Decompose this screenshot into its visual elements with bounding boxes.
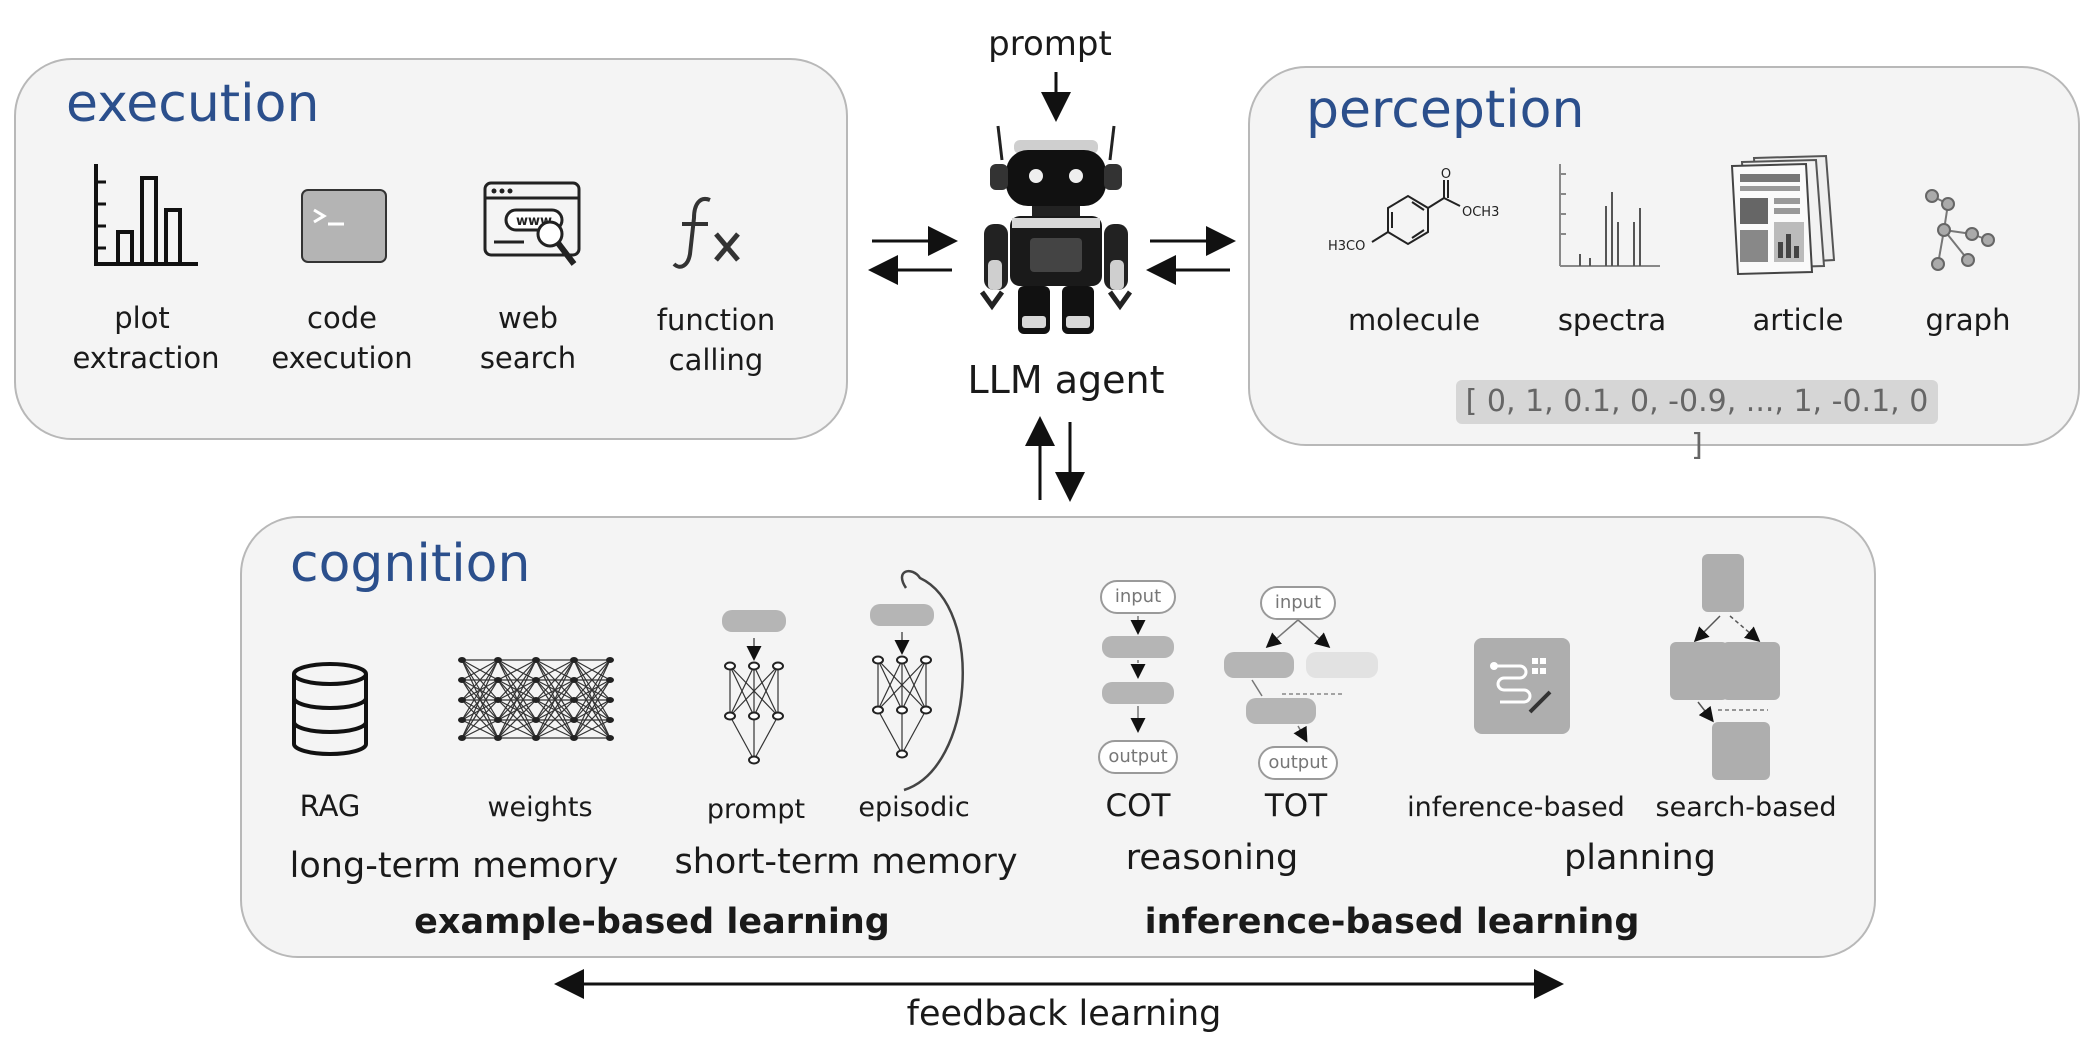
nn-node [570, 697, 578, 703]
feedback-learning-label: feedback learning [906, 994, 1222, 1034]
nn-node [494, 735, 502, 741]
nn-node [570, 735, 578, 741]
prompt-bar [722, 610, 786, 632]
nn-node [458, 735, 466, 741]
prompt-label: prompt [988, 24, 1112, 64]
nn-node [606, 697, 614, 703]
nn-node [606, 717, 614, 723]
planning-search: search-based [1655, 792, 1837, 823]
neural-network-icon [458, 657, 614, 741]
inference-based-learning-label: inference-based learning [1144, 902, 1640, 942]
nn-node [458, 717, 466, 723]
cot-output: output [1098, 740, 1178, 774]
nn-node [532, 717, 540, 723]
nn-node [532, 677, 540, 683]
exec-item-4-line1: function [656, 303, 776, 337]
nn-node [606, 657, 614, 663]
nn-node [494, 717, 502, 723]
nn-node [494, 657, 502, 663]
example-based-learning-label: example-based learning [414, 902, 890, 942]
nn-node [532, 657, 540, 663]
nn-node [606, 677, 614, 683]
tot-tree-icon [1224, 619, 1378, 743]
spectra-icon [1559, 164, 1660, 267]
cot-chain-icon [1102, 616, 1174, 733]
perc-item-graph: graph [1925, 303, 2011, 337]
stm-prompt: prompt [706, 794, 806, 825]
nn-node [532, 697, 540, 703]
planning-label: planning [1564, 838, 1716, 878]
ltm-weights: weights [487, 792, 593, 823]
cot-input: input [1100, 580, 1176, 614]
small-network-icon [724, 638, 784, 765]
episodic-bar [870, 604, 934, 626]
exec-item-4-line2: calling [668, 343, 764, 377]
svg-text:O: O [1441, 167, 1451, 182]
execution-panel: execution [14, 58, 848, 440]
terminal-icon [301, 189, 387, 263]
nn-node [494, 677, 502, 683]
tot-input: input [1260, 586, 1336, 620]
stm-episodic: episodic [858, 792, 970, 823]
graph-icon [1925, 189, 1995, 271]
nn-node [532, 735, 540, 741]
ltm-rag: RAG [299, 789, 361, 823]
database-icon [292, 662, 368, 756]
exec-item-1-line2: extraction [72, 341, 220, 375]
nn-node [494, 697, 502, 703]
embedding-vector: [ 0, 1, 0.1, 0, -0.9, ..., 1, -0.1, 0 ] [1456, 380, 1938, 463]
nn-node [570, 717, 578, 723]
inference-plan-icon [1474, 638, 1570, 734]
reasoning-label: reasoning [1125, 838, 1299, 878]
nn-node [458, 697, 466, 703]
cognition-title: cognition [290, 534, 531, 594]
molecule-icon: O OCH3 H3CO [1328, 167, 1499, 254]
exec-item-1-line1: plot [114, 301, 170, 335]
exec-item-3-line1: web [498, 301, 558, 335]
llm-agent-label: LLM agent [967, 358, 1165, 402]
planning-inference: inference-based [1407, 792, 1625, 823]
robot-icon [979, 125, 1133, 334]
perc-item-article: article [1752, 303, 1844, 337]
nn-node [606, 735, 614, 741]
long-term-memory-label: long-term memory [289, 846, 619, 886]
svg-text:H3CO: H3CO [1328, 239, 1365, 254]
execution-title: execution [66, 74, 320, 134]
exec-item-2-line2: execution [271, 341, 413, 375]
reasoning-tot: TOT [1264, 788, 1328, 824]
perc-item-spectra: spectra [1557, 303, 1667, 337]
perc-item-molecule: molecule [1347, 303, 1481, 337]
nn-node [458, 657, 466, 663]
web-search-icon: www [483, 181, 581, 266]
bar-chart-icon [94, 164, 198, 266]
cognition-panel: cognition [240, 516, 1876, 958]
exec-item-2-line1: code [307, 301, 377, 335]
short-term-memory-label: short-term memory [674, 842, 1018, 882]
episodic-network-icon [872, 569, 964, 792]
article-icon [1730, 154, 1836, 276]
reasoning-cot: COT [1105, 788, 1171, 824]
nn-node [570, 677, 578, 683]
nn-node [458, 677, 466, 683]
exec-item-3-line2: search [479, 341, 577, 375]
perception-title: perception [1306, 80, 1585, 140]
function-icon [672, 197, 740, 269]
nn-node [570, 657, 578, 663]
search-plan-icon [1670, 554, 1780, 780]
svg-text:OCH3: OCH3 [1462, 205, 1499, 220]
tot-output: output [1258, 746, 1338, 780]
